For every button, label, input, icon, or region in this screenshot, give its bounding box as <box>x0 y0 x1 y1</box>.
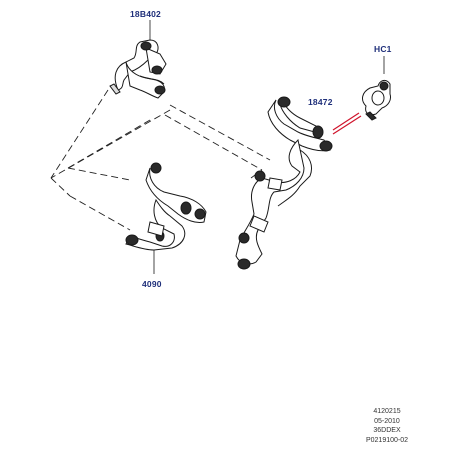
callout-4090: 4090 <box>142 279 162 289</box>
revision-date: 05-2010 <box>374 417 400 425</box>
pointer-18472 <box>332 112 362 135</box>
part-reference: P0219100-02 <box>365 436 409 444</box>
hose-18472 <box>235 96 333 270</box>
clip-hc1 <box>362 79 391 121</box>
hose-4090 <box>125 162 207 251</box>
callout-18b402: 18B402 <box>130 9 161 19</box>
illustration-number: 4120215 <box>373 408 401 415</box>
dashed-links <box>50 89 271 231</box>
drawing-reference-block: 4120215 05-2010 36DDEX P0219100-02 <box>352 407 422 445</box>
callout-hc1: HC1 <box>374 44 392 54</box>
callout-18472: 18472 <box>308 97 333 107</box>
hose-18b402 <box>109 39 167 99</box>
model-code: 36DDEX <box>373 427 401 435</box>
